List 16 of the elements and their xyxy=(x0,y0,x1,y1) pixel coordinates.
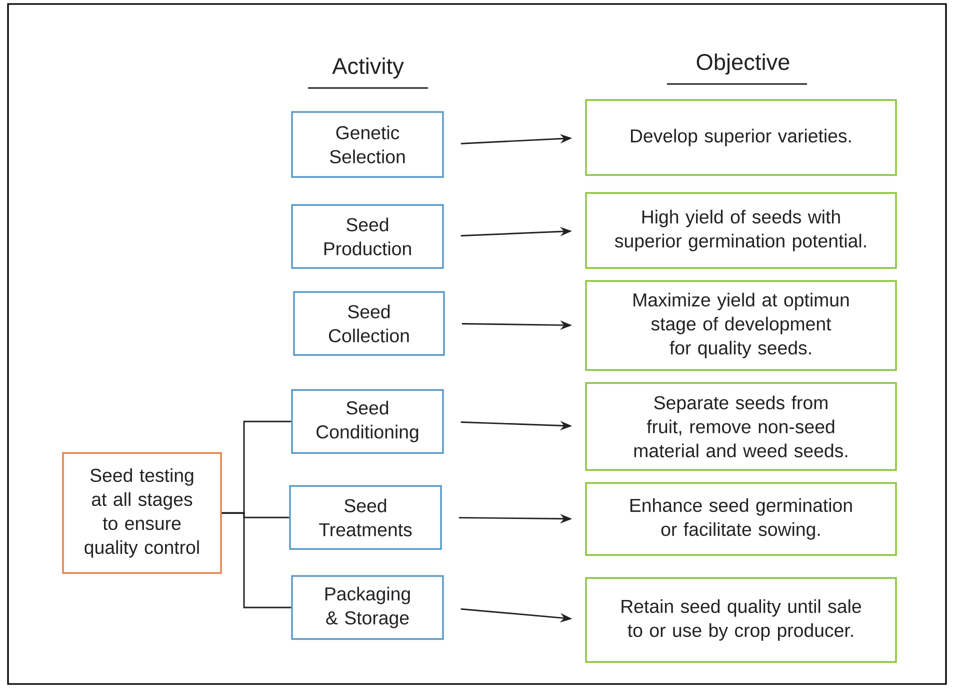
activity-box: Seed Production xyxy=(291,204,444,269)
activity-box: Genetic Selection xyxy=(291,111,444,178)
objective-box: Retain seed quality until sale to or use by crop producer. xyxy=(585,577,897,663)
objective-box: Enhance seed germination or facilitate sowing. xyxy=(585,482,897,556)
testing-box: Seed testing at all stages to ensure quality control xyxy=(62,452,222,574)
objective-box: High yield of seeds with superior germination potential. xyxy=(585,192,897,269)
activity-box: Packaging & Storage xyxy=(291,575,444,640)
activity-box: Seed Collection xyxy=(293,291,445,356)
activity-box: Seed Treatments xyxy=(289,485,442,550)
objective-box: Develop superior varieties. xyxy=(585,99,897,176)
connector-line xyxy=(222,512,292,608)
objective-box: Separate seeds from fruit, remove non-seed material and weed seeds. xyxy=(585,382,897,471)
activity-box: Seed Conditioning xyxy=(291,389,444,454)
column-heading: Activity xyxy=(308,57,428,89)
objective-box: Maximize yield at optimun stage of development for quality seeds. xyxy=(585,280,897,371)
column-heading: Objective xyxy=(667,53,807,85)
